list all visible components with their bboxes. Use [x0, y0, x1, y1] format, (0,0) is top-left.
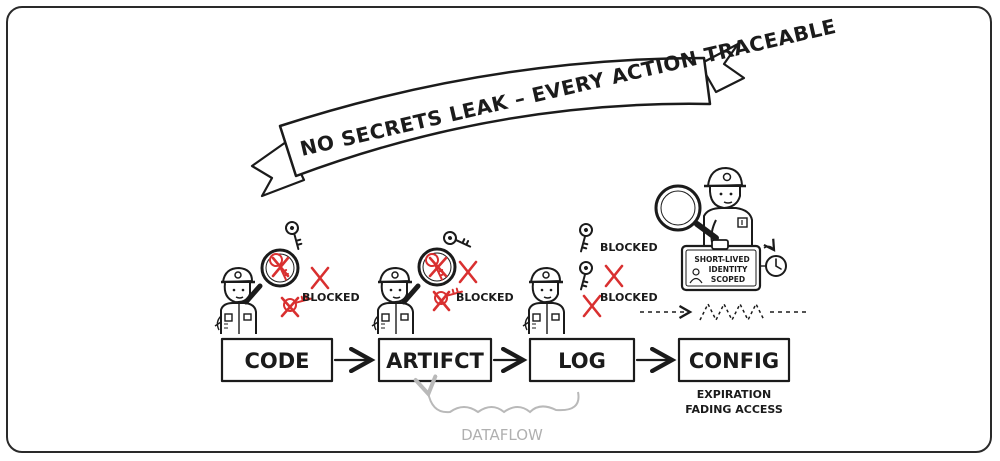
stage-box-code: CODE: [220, 337, 334, 383]
config-caption-line-2: FADING ACCESS: [685, 403, 783, 416]
banner-text: NO SECRETS LEAK – EVERY ACTION TRACEABLE: [298, 14, 839, 161]
x-mark-icon: [604, 264, 624, 288]
key-icon: [569, 220, 601, 253]
identity-badge: SHORT-LIVED IDENTITY SCOPED: [680, 239, 762, 292]
magnifier-icon: [654, 184, 719, 241]
stage-label-artifact: ARTIFCT: [386, 349, 484, 373]
x-mark-icon: [458, 260, 478, 284]
config-caption-line-1: EXPIRATION: [697, 388, 771, 401]
badge-line-1: SHORT-LIVED: [694, 255, 749, 264]
badge-line-3: SCOPED: [711, 275, 745, 284]
stage-box-log: LOG: [528, 337, 636, 383]
x-mark-icon: [310, 266, 330, 290]
stage-box-artifact: ARTIFCT: [377, 337, 493, 383]
x-mark-icon: [428, 256, 448, 278]
key-icon: [569, 258, 601, 291]
inspector-figure-icon: [521, 266, 566, 336]
fading-access-trace: [640, 302, 806, 322]
key-icon: [278, 218, 310, 250]
person-icon: [689, 268, 703, 284]
clock-icon: [760, 238, 787, 277]
x-mark-icon: [432, 290, 451, 312]
stage-label-log: LOG: [558, 349, 606, 373]
dataflow-loop: DATAFLOW: [413, 374, 580, 444]
stage-label-config: CONFIG: [689, 349, 779, 373]
blocked-label-code: BLOCKED: [302, 291, 360, 304]
x-mark-icon: [582, 294, 602, 318]
badge-line-2: IDENTITY: [709, 265, 748, 274]
stage-label-code: CODE: [244, 349, 309, 373]
dataflow-label: DATAFLOW: [461, 426, 543, 444]
stage-box-config: CONFIG: [677, 337, 791, 383]
blocked-label-artifact: BLOCKED: [456, 291, 514, 304]
blocked-label-log-top: BLOCKED: [600, 241, 658, 254]
x-mark-icon: [271, 256, 290, 278]
x-mark-icon: [280, 296, 300, 318]
banner: NO SECRETS LEAK – EVERY ACTION TRACEABLE: [250, 14, 839, 198]
blocked-label-log-bottom: BLOCKED: [600, 291, 658, 304]
